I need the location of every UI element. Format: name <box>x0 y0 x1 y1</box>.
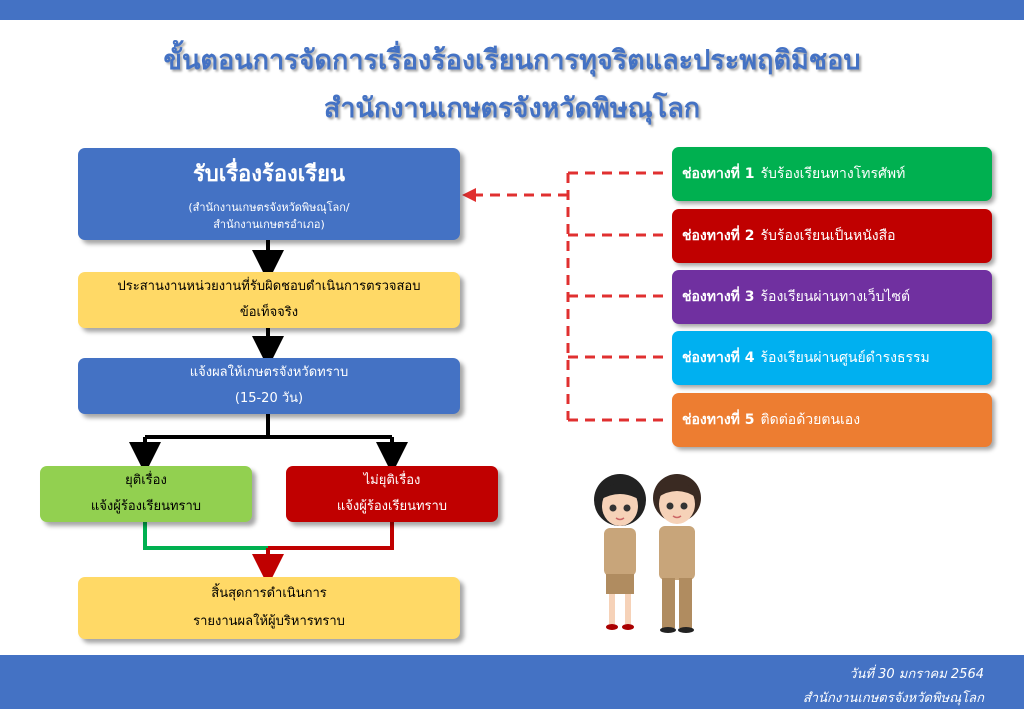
bottom-bar <box>0 655 1024 709</box>
channel-2-text: รับร้องเรียนเป็นหนังสือ <box>760 228 896 244</box>
coordinate-line1: ประสานงานหน่วยงานที่รับผิดชอบดำเนินการตร… <box>117 279 421 294</box>
channel-1-box: ช่องทางที่ 1 รับร้องเรียนทางโทรศัพท์ <box>672 147 992 201</box>
female-officer-icon <box>594 474 646 630</box>
green-merge-line <box>143 522 268 550</box>
coordinate-box: ประสานงานหน่วยงานที่รับผิดชอบดำเนินการตร… <box>78 272 460 328</box>
channel-4-text: ร้องเรียนผ่านศูนย์ดำรงธรรม <box>760 350 930 366</box>
end-case-line1: ยุติเรื่อง <box>125 473 167 488</box>
male-officer-icon <box>653 474 701 633</box>
finish-line2: รายงานผลให้ผู้บริหารทราบ <box>193 614 345 629</box>
channel-3-text: ร้องเรียนผ่านทางเว็บไซต์ <box>760 289 911 305</box>
channel-2-prefix: ช่องทางที่ 2 <box>682 228 755 244</box>
finish-box: สิ้นสุดการดำเนินการ รายงานผลให้ผู้บริหาร… <box>78 577 460 639</box>
channel-2-box: ช่องทางที่ 2 รับร้องเรียนเป็นหนังสือ <box>672 209 992 263</box>
officers-illustration <box>594 474 701 633</box>
channel-4-box: ช่องทางที่ 4 ร้องเรียนผ่านศูนย์ดำรงธรรม <box>672 331 992 385</box>
coordinate-line2: ข้อเท็จจริง <box>239 305 299 320</box>
not-end-case-box: ไม่ยุติเรื่อง แจ้งผู้ร้องเรียนทราบ <box>286 466 498 522</box>
page-subtitle: สำนักงานเกษตรจังหวัดพิษณุโลก <box>323 93 701 124</box>
footer-date: วันที่ 30 มกราคม 2564 <box>849 667 984 682</box>
channel-3-prefix: ช่องทางที่ 3 <box>682 289 755 305</box>
not-end-case-line1: ไม่ยุติเรื่อง <box>363 473 421 488</box>
notify-line2: (15-20 วัน) <box>234 391 304 406</box>
channel-1-prefix: ช่องทางที่ 1 <box>682 166 755 182</box>
notify-line1: แจ้งผลให้เกษตรจังหวัดทราบ <box>189 365 349 380</box>
receive-heading: รับเรื่องร้องเรียน <box>192 161 346 187</box>
end-case-line2: แจ้งผู้ร้องเรียนทราบ <box>90 499 202 514</box>
notify-box: แจ้งผลให้เกษตรจังหวัดทราบ (15-20 วัน) <box>78 358 460 414</box>
receive-complaint-box: รับเรื่องร้องเรียน (สำนักงานเกษตรจังหวัด… <box>78 148 460 240</box>
finish-line1: สิ้นสุดการดำเนินการ <box>211 586 327 601</box>
receive-sub1: (สำนักงานเกษตรจังหวัดพิษณุโลก/ <box>188 200 350 214</box>
receive-arrowhead <box>462 188 476 202</box>
page-title: ขั้นตอนการจัดการเรื่องร้องเรียนการทุจริต… <box>163 45 861 76</box>
top-bar <box>0 0 1024 20</box>
channel-3-box: ช่องทางที่ 3 ร้องเรียนผ่านทางเว็บไซต์ <box>672 270 992 324</box>
end-case-box: ยุติเรื่อง แจ้งผู้ร้องเรียนทราบ <box>40 466 252 522</box>
receive-sub2: สำนักงานเกษตรอำเภอ) <box>213 217 325 231</box>
channel-4-prefix: ช่องทางที่ 4 <box>682 350 755 366</box>
channel-5-text: ติดต่อด้วยตนเอง <box>760 412 861 428</box>
channel-1-text: รับร้องเรียนทางโทรศัพท์ <box>760 166 906 182</box>
footer-org: สำนักงานเกษตรจังหวัดพิษณุโลก <box>802 691 984 706</box>
channel-5-box: ช่องทางที่ 5 ติดต่อด้วยตนเอง <box>672 393 992 447</box>
channel-dashed-connectors <box>470 171 668 422</box>
channel-5-prefix: ช่องทางที่ 5 <box>682 412 755 428</box>
not-end-case-line2: แจ้งผู้ร้องเรียนทราบ <box>336 499 448 514</box>
red-merge-line <box>268 522 394 550</box>
